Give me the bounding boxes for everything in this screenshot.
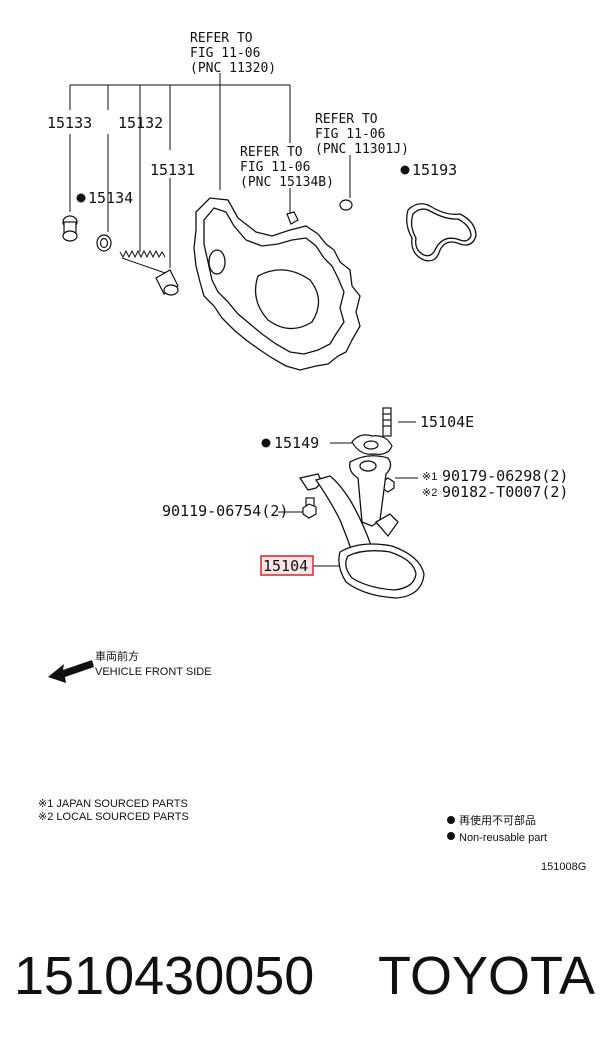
bolt-drawing: [302, 497, 317, 519]
lower-leader-lines: [278, 421, 418, 567]
part-label-15193: 15193: [412, 161, 457, 179]
reference-11320-line3: (PNC 11320): [190, 61, 276, 76]
part-label-15104E: 15104E: [420, 413, 474, 431]
oil-strainer-drawing: [298, 455, 425, 599]
reference-11301J-line1: REFER TO: [315, 112, 378, 127]
vehicle-front-en: VEHICLE FRONT SIDE: [95, 666, 212, 678]
strainer-gasket-drawing: [351, 434, 393, 455]
part-label-90179: 90179-06298(2): [442, 467, 568, 485]
note-local-sourced: ※2 LOCAL SOURCED PARTS: [38, 811, 189, 823]
drain-plug-drawing: [62, 215, 78, 242]
part-label-15149: 15149: [274, 434, 319, 452]
brand-caption: TOYOTA: [378, 946, 596, 1006]
part-number-caption: 1510430050: [14, 946, 315, 1006]
arrow-left-icon: [48, 660, 94, 683]
reference-15134B-line3: (PNC 15134B): [240, 175, 334, 190]
non-reusable-dot-icon: [447, 832, 455, 840]
legend-jp: 再使用不可部品: [459, 813, 536, 827]
figure-code: 151008G: [541, 861, 586, 873]
reference-15134B-line1: REFER TO: [240, 145, 303, 160]
reference-15134B: REFER TO FIG 11-06 (PNC 15134B): [240, 145, 334, 190]
part-label-15104: 15104: [263, 557, 308, 575]
reference-11320-line1: REFER TO: [190, 31, 253, 46]
o-ring-drawing: [406, 203, 477, 262]
local-source-mark: ※2: [422, 487, 437, 499]
non-reusable-dot-icon: [261, 438, 271, 448]
vehicle-front-indicator: 車両前方 VEHICLE FRONT SIDE: [48, 649, 212, 683]
reference-11301J: REFER TO FIG 11-06 (PNC 11301J): [315, 112, 409, 157]
parts-diagram: REFER TO FIG 11-06 (PNC 11320) REFER TO …: [38, 31, 586, 873]
vehicle-front-jp: 車両前方: [95, 649, 139, 663]
japan-source-mark: ※1: [422, 471, 437, 483]
part-label-15132: 15132: [118, 114, 163, 132]
part-label-15133: 15133: [47, 114, 92, 132]
non-reusable-dot-icon: [400, 165, 410, 175]
part-label-15131: 15131: [150, 161, 195, 179]
non-reusable-dot-icon: [447, 816, 455, 824]
part-label-90182: 90182-T0007(2): [442, 483, 568, 501]
reference-11301J-line2: FIG 11-06: [315, 127, 385, 142]
upper-leader-lines: [69, 73, 351, 268]
reference-15134B-line2: FIG 11-06: [240, 160, 310, 175]
part-label-90119: 90119-06754(2): [162, 502, 288, 520]
legend-en: Non-reusable part: [459, 832, 547, 844]
part-highlight-box: [260, 555, 314, 576]
reference-11320-line2: FIG 11-06: [190, 46, 260, 61]
gasket-drawing: [96, 234, 112, 252]
plug-small-drawing: [286, 199, 353, 225]
reference-11320: REFER TO FIG 11-06 (PNC 11320): [190, 31, 276, 76]
part-label-15134: 15134: [88, 189, 133, 207]
note-japan-sourced: ※1 JAPAN SOURCED PARTS: [38, 798, 188, 810]
reference-11301J-line3: (PNC 11301J): [315, 142, 409, 157]
oil-pump-body-drawing: [193, 197, 361, 371]
stud-bolt-drawing: [382, 407, 392, 437]
legend: 再使用不可部品 Non-reusable part: [447, 813, 547, 844]
non-reusable-dot-icon: [76, 193, 86, 203]
relief-valve-drawing: [155, 269, 179, 296]
spring-drawing: [119, 249, 169, 275]
